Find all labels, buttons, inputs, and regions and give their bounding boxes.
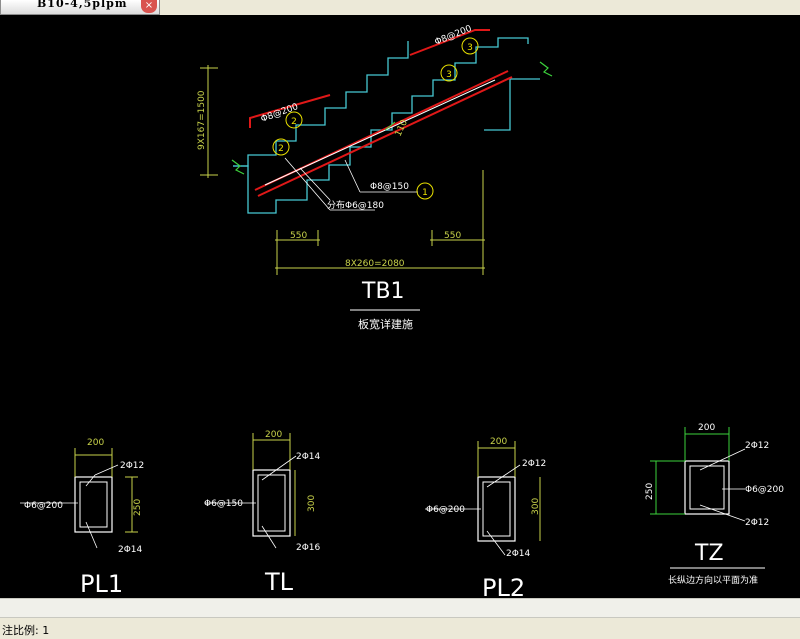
span-dimensions — [275, 170, 485, 275]
tz-height: 250 — [645, 483, 655, 500]
tl-width: 200 — [265, 430, 282, 440]
drawing-tab[interactable]: B10-4,5plpm × — [0, 0, 160, 15]
tab-label: B10-4,5plpm — [37, 0, 128, 10]
section-pl1 — [20, 448, 138, 549]
marker-2b: 2 — [278, 144, 284, 154]
tz-width: 200 — [698, 423, 715, 433]
section-tl — [205, 433, 297, 549]
break-symbol-left — [231, 159, 245, 175]
marker-2: 2 — [291, 117, 297, 127]
pl2-top-bar: 2Φ12 — [522, 459, 546, 469]
tz-note: 长纵边方向以平面为准 — [668, 574, 758, 586]
pl1-height: 250 — [133, 499, 143, 516]
tab-bar: B10-4,5plpm × — [0, 0, 800, 16]
cad-drawing: 9X167=1500 110 分布Φ6@180 Φ8@150 Φ8@200 Φ8… — [20, 24, 784, 598]
tl-bottom-bar: 2Φ16 — [296, 543, 321, 553]
pl2-bottom-bar: 2Φ14 — [506, 549, 531, 559]
tl-title: TL — [264, 568, 294, 596]
tz-title: TZ — [694, 541, 724, 566]
pl2-height: 300 — [531, 498, 541, 515]
pl1-top-bar: 2Φ12 — [120, 461, 144, 471]
close-icon[interactable]: × — [141, 0, 157, 13]
pl2-width: 200 — [490, 437, 507, 447]
tz-top-bar: 2Φ12 — [745, 441, 769, 451]
span-dim: 8X260=2080 — [345, 259, 405, 269]
pl1-stirrup: Φ6@200 — [24, 501, 63, 511]
height-dim-label: 9X167=1500 — [197, 90, 207, 150]
tl-height: 300 — [307, 495, 317, 512]
pl1-width: 200 — [87, 438, 104, 448]
scale-status: 注比例: 1 — [2, 624, 50, 637]
marker-1: 1 — [422, 188, 428, 198]
tz-bottom-bar: 2Φ12 — [745, 518, 769, 528]
status-bar: 注比例: 1 — [0, 598, 800, 639]
right-dim: 550 — [444, 231, 461, 241]
tl-stirrup: Φ6@150 — [204, 499, 243, 509]
horizontal-scrollbar[interactable] — [0, 598, 800, 618]
distribution-label: 分布Φ6@180 — [327, 199, 384, 211]
section-tz — [650, 427, 746, 522]
markers — [272, 37, 479, 200]
stair-title: TB1 — [361, 279, 405, 304]
pl2-stirrup: Φ6@200 — [426, 505, 465, 515]
thickness-tick — [384, 121, 396, 131]
main-rebar — [264, 79, 496, 186]
break-symbol-right — [539, 61, 553, 77]
pl2-title: PL2 — [482, 574, 525, 598]
leader-lines — [284, 157, 418, 211]
thickness-label: 110 — [394, 118, 410, 138]
tl-top-bar: 2Φ14 — [296, 452, 321, 462]
stair-subtitle: 板宽详建施 — [358, 317, 413, 331]
height-dimension — [200, 65, 218, 178]
left-dim: 550 — [290, 231, 307, 241]
tz-stirrup: Φ6@200 — [745, 485, 784, 495]
marker-3b: 3 — [467, 43, 473, 53]
pl1-title: PL1 — [80, 570, 123, 598]
section-pl2 — [425, 441, 541, 556]
marker-3: 3 — [446, 70, 452, 80]
pl1-bottom-bar: 2Φ14 — [118, 545, 143, 555]
cad-canvas[interactable]: 9X167=1500 110 分布Φ6@180 Φ8@150 Φ8@200 Φ8… — [0, 15, 800, 598]
bottom-rebar-label: Φ8@150 — [370, 182, 409, 192]
